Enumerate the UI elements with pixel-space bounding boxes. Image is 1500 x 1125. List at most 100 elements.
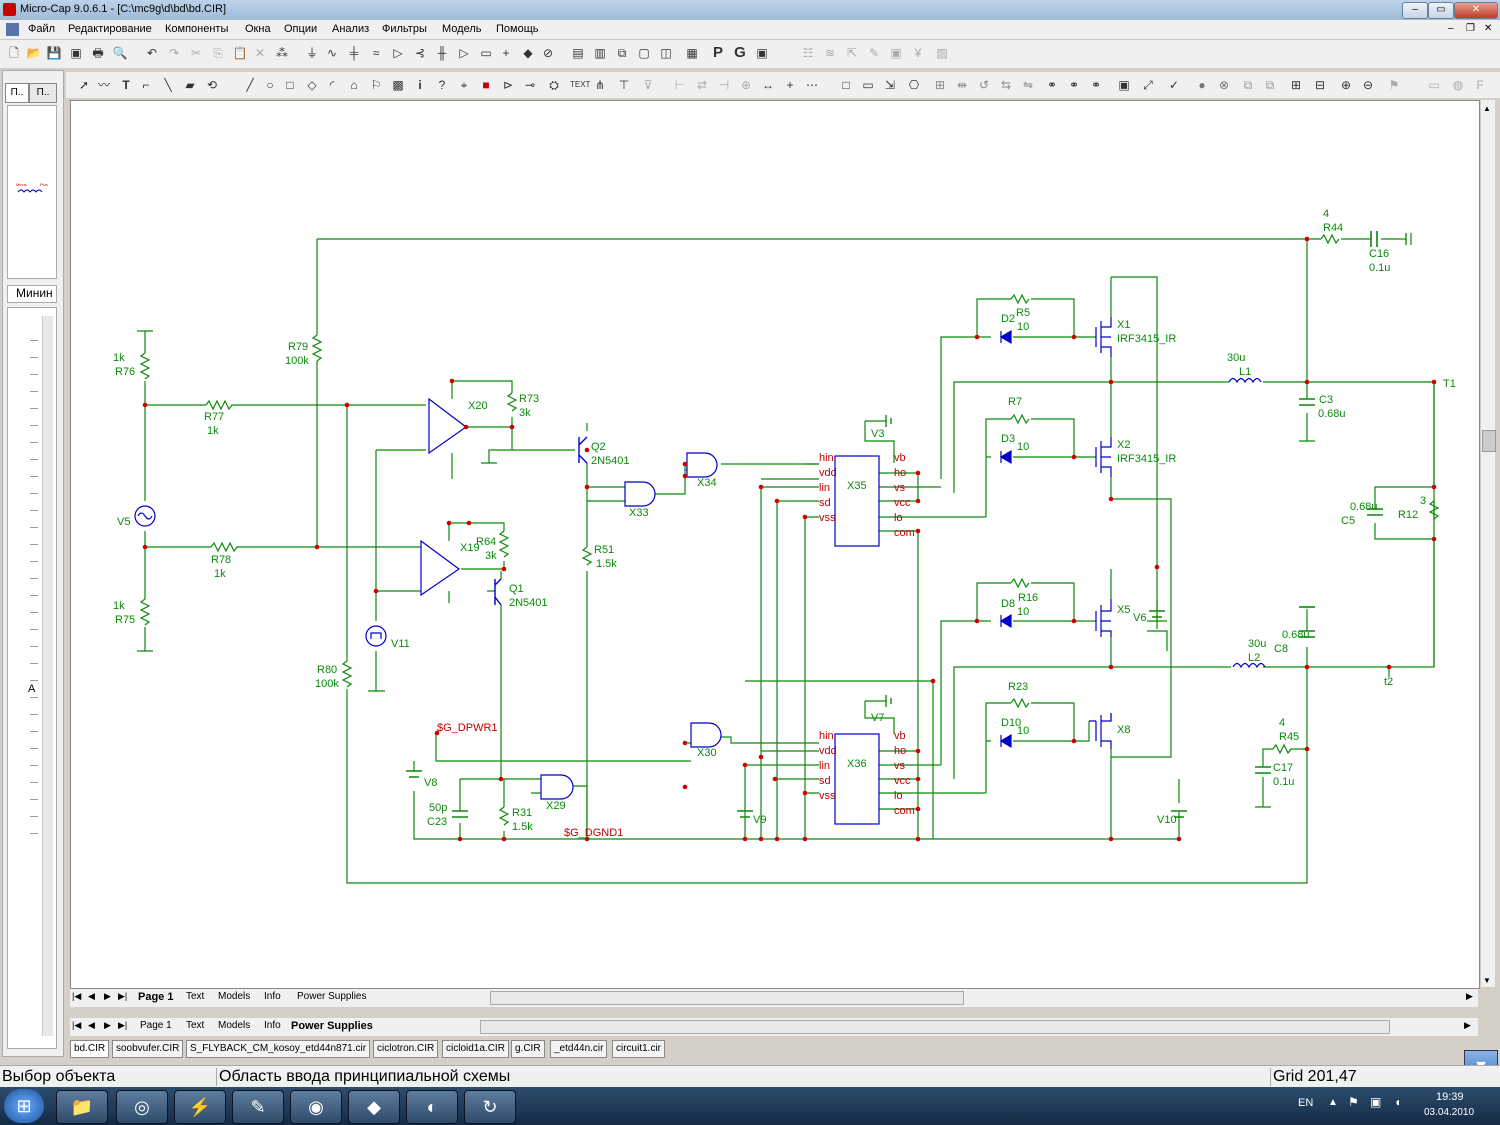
label-x1v[interactable]: IRF3415_IR [1117, 333, 1176, 345]
undo-icon[interactable]: ↶ [146, 46, 158, 60]
explorer-icon[interactable]: 📁 [56, 1090, 108, 1124]
macro-icon[interactable]: ⊳ [502, 78, 514, 92]
scroll-right-icon-2[interactable]: ▶ [1464, 1020, 1471, 1030]
label-x5[interactable]: X5 [1117, 604, 1130, 616]
add-page-icon[interactable]: ⊞ [1290, 78, 1302, 92]
network-tray-icon[interactable]: ▣ [1370, 1095, 1382, 1109]
microcap-icon[interactable]: ⚡ [174, 1090, 226, 1124]
remove-page-icon[interactable]: ⊟ [1314, 78, 1326, 92]
label-r45v[interactable]: 4 [1279, 717, 1285, 729]
label-v7[interactable]: V7 [871, 712, 884, 724]
label-c17v[interactable]: 0.1u [1273, 776, 1294, 788]
align-icon[interactable]: ☷ [802, 46, 814, 60]
folder-icon[interactable]: ▭ [1428, 78, 1440, 92]
label-r80v[interactable]: 100k [315, 678, 339, 690]
cut-icon[interactable]: ✂ [190, 46, 202, 60]
cascade-icon[interactable]: ⧉ [617, 46, 627, 60]
label-r79v[interactable]: 100k [285, 355, 309, 367]
horizontal-arrow-icon[interactable]: ↔ [762, 78, 774, 92]
label-d2[interactable]: D2 [1001, 313, 1015, 325]
diamond-icon[interactable]: ◇ [307, 78, 317, 92]
label-l1v[interactable]: 30u [1227, 352, 1245, 364]
scroll-right-icon[interactable]: ▶ [1466, 991, 1473, 1001]
label-c23[interactable]: C23 [427, 816, 447, 828]
panel-tab-2[interactable]: П.. [29, 83, 57, 103]
last-page-icon-2[interactable]: ▶| [118, 1020, 128, 1030]
label-d8[interactable]: D8 [1001, 598, 1015, 610]
label-r12v[interactable]: 3 [1420, 495, 1426, 507]
mosfet-icon[interactable]: ╫ [437, 46, 447, 60]
ellipse-icon[interactable]: ○ [266, 78, 274, 92]
calculator-icon[interactable]: ▦ [686, 46, 698, 60]
file-tab-bd[interactable]: bd.CIR [70, 1040, 110, 1058]
last-page-icon[interactable]: ▶| [118, 991, 128, 1001]
minimize-button[interactable]: – [1402, 2, 1428, 19]
label-r45[interactable]: R45 [1279, 731, 1299, 743]
menu-windows[interactable]: Окна [245, 23, 271, 35]
label-r7[interactable]: R7 [1008, 396, 1022, 408]
dots-icon[interactable]: ⋯ [806, 78, 818, 92]
label-r16[interactable]: R16 [1018, 592, 1038, 604]
file-tab-s-flyback[interactable]: S_FLYBACK_CM_kosoy_etd44n871.cir [186, 1040, 371, 1058]
label-r44v[interactable]: 4 [1323, 208, 1329, 220]
file-tab-cicloid1a[interactable]: cicloid1a.CIR [442, 1040, 509, 1058]
label-r79[interactable]: R79 [288, 341, 308, 353]
page-tab-page1-2[interactable]: Page 1 [140, 1020, 172, 1031]
save-icon[interactable]: 💾 [46, 46, 62, 60]
pages-icon[interactable]: ⧉ [1265, 78, 1275, 92]
delete-icon[interactable]: ✕ [254, 46, 266, 60]
globe-icon[interactable]: ◍ [1452, 78, 1464, 92]
label-r73[interactable]: R73 [519, 393, 539, 405]
flag-icon[interactable]: ⚐ [370, 78, 382, 92]
label-l1[interactable]: L1 [1239, 366, 1251, 378]
copy-icon[interactable]: ⎘ [213, 46, 223, 60]
rectangle-icon[interactable]: □ [286, 78, 294, 92]
resistor-icon[interactable]: ∿ [326, 46, 338, 60]
label-x20[interactable]: X20 [468, 400, 488, 412]
language-indicator[interactable]: EN [1298, 1097, 1314, 1109]
label-r64v[interactable]: 3k [485, 550, 497, 562]
mdi-close-button[interactable]: ✕ [1484, 23, 1493, 34]
label-c8v[interactable]: 0.68u [1282, 629, 1310, 641]
flag-tray-icon[interactable]: ⚑ [1348, 1095, 1359, 1109]
label-r76v[interactable]: 1k [113, 352, 125, 364]
label-q2[interactable]: Q2 [591, 441, 606, 453]
label-r31v[interactable]: 1.5k [512, 821, 533, 833]
clock-date[interactable]: 03.04.2010 [1424, 1107, 1475, 1118]
polygon-icon[interactable]: ⌂ [350, 78, 358, 92]
label-x8[interactable]: X8 [1117, 724, 1130, 736]
menu-filters[interactable]: Фильтры [382, 23, 427, 35]
box-icon[interactable]: □ [842, 78, 850, 92]
label-r75v[interactable]: 1k [113, 600, 125, 612]
probe-icon[interactable]: ◆ [523, 46, 533, 60]
label-t1[interactable]: T1 [1443, 378, 1456, 390]
component-tree[interactable]: A [7, 307, 57, 1049]
horizontal-scrollbar-2[interactable] [480, 1020, 1390, 1034]
condition-icon[interactable]: ⊣ [718, 78, 730, 92]
next-page-icon-2[interactable]: ▶ [104, 1020, 111, 1030]
label-r5[interactable]: R5 [1016, 307, 1030, 319]
new-file-icon[interactable]: 🗋 [9, 46, 19, 60]
menu-edit[interactable]: Редактирование [68, 23, 152, 35]
window-icon[interactable]: ▢ [638, 46, 650, 60]
cross-icon[interactable]: + [786, 78, 794, 92]
switch-icon[interactable]: ⊘ [542, 46, 554, 60]
opamp-icon[interactable]: ▷ [459, 46, 469, 60]
print-preview-icon[interactable]: 🔍 [112, 46, 128, 60]
label-l2[interactable]: L2 [1248, 652, 1260, 664]
label-v11[interactable]: V11 [391, 638, 410, 650]
text-box-icon[interactable]: TEXT [570, 80, 591, 89]
line-icon[interactable]: ╱ [246, 78, 254, 92]
on-off-icon[interactable]: ⊕ [740, 78, 752, 92]
probe-node-icon[interactable]: ⊸ [524, 78, 536, 92]
label-c3[interactable]: C3 [1319, 394, 1333, 406]
select-arrow-icon[interactable]: ➚ [78, 78, 90, 92]
label-g_dpwr1[interactable]: $G_DPWR1 [437, 722, 498, 734]
image-icon[interactable]: ▨ [936, 46, 948, 60]
label-r23[interactable]: R23 [1008, 681, 1028, 693]
scroll-up-icon[interactable]: ▲ [1483, 104, 1491, 113]
diagonal-wire-icon[interactable]: ╲ [164, 78, 172, 92]
find-icon[interactable]: ⌖ [460, 78, 468, 92]
grid-window-icon[interactable]: ▣ [756, 46, 768, 60]
